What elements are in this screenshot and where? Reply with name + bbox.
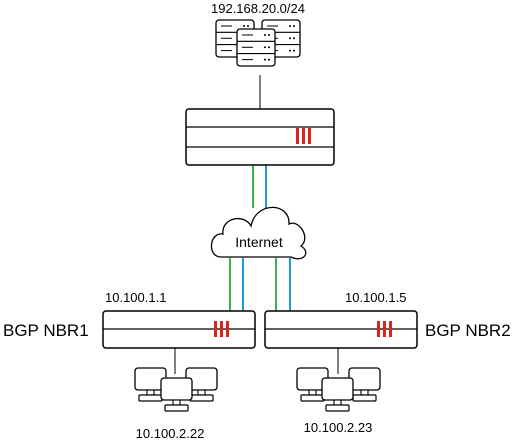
subnet-label: 192.168.20.0/24 [211,1,305,16]
nbr1-ip: 10.100.1.1 [105,290,166,305]
nbr2-name: BGP NBR2 [425,321,511,340]
lan-right-ip: 10.100.2.23 [304,420,373,435]
nbr1-name: BGP NBR1 [3,321,89,340]
firewall-appliance-icon [185,108,335,166]
cloud-label: Internet [235,234,283,250]
pc-group-right-icon [296,367,381,412]
nbr2-ip: 10.100.1.5 [345,290,406,305]
server-stack-icon [215,19,301,67]
firewall-nbr2-icon [264,310,418,349]
lan-left-ip: 10.100.2.22 [136,426,205,441]
cloud-icon [210,206,307,260]
pc-group-left-icon [134,367,218,412]
firewall-nbr1-icon [102,310,256,349]
